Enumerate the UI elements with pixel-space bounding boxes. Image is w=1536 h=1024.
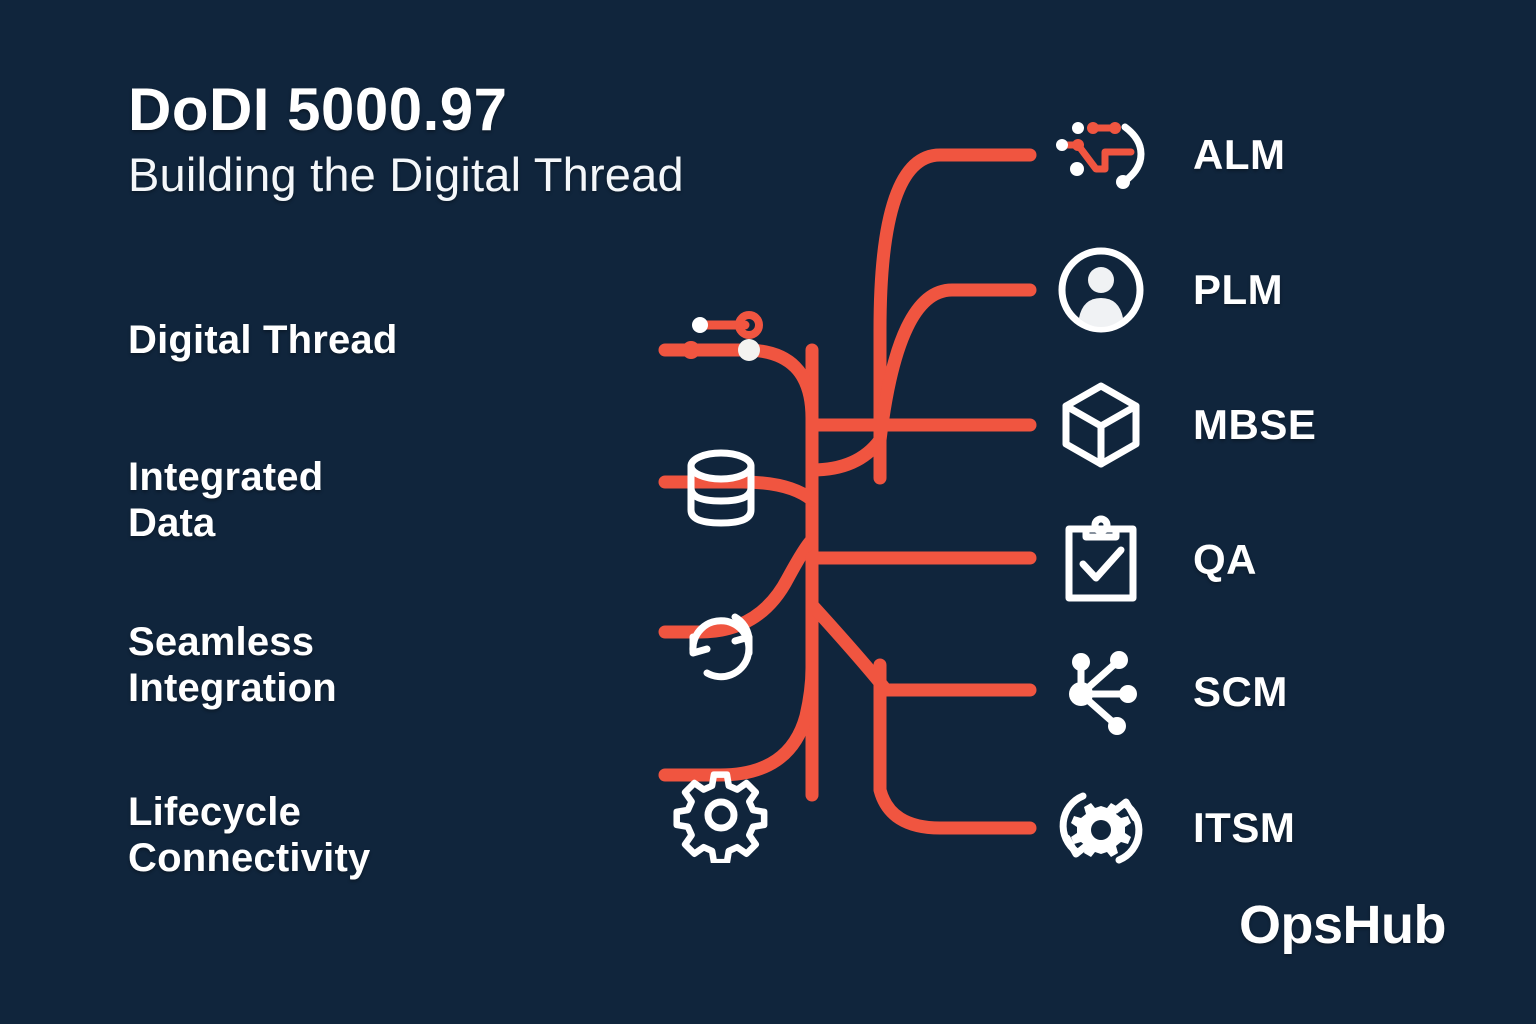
right-item-alm[interactable]: ALM <box>1053 107 1285 203</box>
right-item-label: ITSM <box>1193 804 1296 851</box>
right-item-scm[interactable]: SCM <box>1053 644 1288 740</box>
right-item-plm[interactable]: PLM <box>1053 242 1283 338</box>
page-title: DoDI 5000.97 <box>128 76 508 143</box>
left-item-label: Seamless Integration <box>128 620 337 710</box>
left-item-lifecycle-connectivity[interactable]: Lifecycle Connectivity <box>128 771 768 895</box>
thread-out-itsm <box>873 658 1037 835</box>
thread-out-alm <box>873 148 1037 485</box>
right-item-itsm[interactable]: ITSM <box>1053 780 1295 876</box>
header-block: DoDI 5000.97 Building the Digital Thread <box>128 78 948 202</box>
thread-nodes-icon <box>673 292 769 388</box>
right-item-qa[interactable]: QA <box>1053 512 1257 608</box>
gear-refresh-icon <box>1053 780 1149 876</box>
sync-arrows-icon <box>673 597 769 693</box>
cube-icon <box>1053 377 1149 473</box>
right-item-label: SCM <box>1193 668 1288 715</box>
page-subtitle: Building the Digital Thread <box>128 148 684 201</box>
clipboard-check-icon <box>1053 512 1149 608</box>
gear-icon <box>673 767 769 863</box>
user-circle-icon <box>1053 242 1149 338</box>
left-item-seamless-integration[interactable]: Seamless Integration <box>128 605 753 725</box>
left-item-label: Integrated Data <box>128 455 324 545</box>
right-item-label: MBSE <box>1193 401 1317 448</box>
left-item-label: Lifecycle Connectivity <box>128 790 371 880</box>
right-item-label: PLM <box>1193 266 1284 313</box>
left-item-integrated-data[interactable]: Integrated Data <box>128 440 755 560</box>
right-item-label: ALM <box>1193 131 1286 178</box>
right-item-label: QA <box>1193 536 1257 583</box>
left-item-digital-thread[interactable]: Digital Thread <box>128 300 763 380</box>
network-thread-icon <box>1053 107 1149 203</box>
thread-out-plm <box>805 283 1037 477</box>
right-item-mbse[interactable]: MBSE <box>1053 377 1316 473</box>
database-icon <box>673 440 769 536</box>
branch-nodes-icon <box>1053 644 1149 740</box>
opshub-logo: OpsHub <box>1239 895 1447 955</box>
left-item-label: Digital Thread <box>128 318 398 362</box>
thread-out-scm <box>805 598 1037 697</box>
